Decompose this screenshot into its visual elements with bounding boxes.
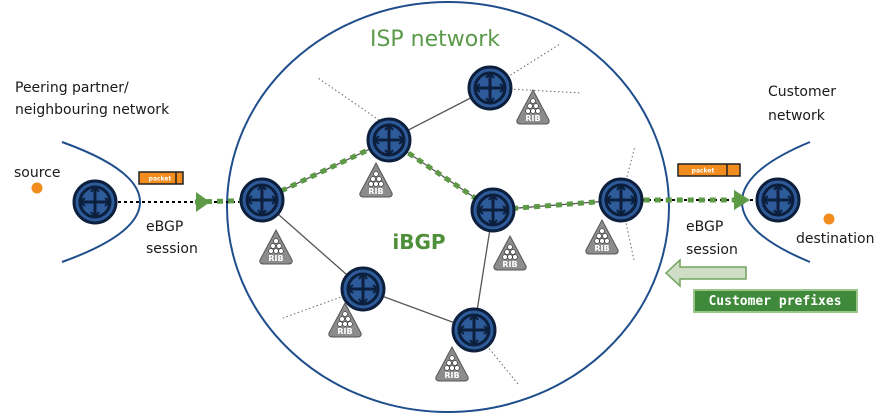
isp-network-title: ISP network [370,27,500,52]
session-right-label: session [686,242,738,258]
svg-text:RIB: RIB [444,371,459,380]
destination-label: destination [796,231,874,247]
customer-prefixes-box [693,289,858,313]
router-icon [340,266,386,312]
packet-left-icon: packet [138,171,184,185]
router-icon [366,117,412,163]
router-icon [239,177,285,223]
source-router-icon [72,179,118,225]
svg-text:RIB: RIB [502,260,517,269]
svg-text:RIB: RIB [368,187,383,196]
ibgp-links [261,87,622,331]
svg-text:RIB: RIB [525,114,540,123]
rib-icon: RIB [493,235,527,271]
rib-icon: RIB [259,229,293,265]
customer-network-label: network [768,108,826,124]
path-arrow-right-icon [734,190,750,210]
router-icon [598,177,644,223]
path-arrow-left-icon [196,192,210,212]
router-icon [470,187,516,233]
isp-network-boundary [226,1,670,413]
rib-icon: RIB [359,162,393,198]
ebgp-left-label: eBGP [146,219,183,235]
customer-prefixes-label: Customer prefixes [708,294,841,309]
rib-icon: RIB [516,89,550,125]
neighbouring-network-label: neighbouring network [15,102,170,118]
peering-network-boundary [61,141,142,263]
rib-icon: RIB [585,219,619,255]
rib-icon: RIB [435,346,469,382]
svg-text:packet: packet [149,176,172,183]
svg-text:RIB: RIB [268,254,283,263]
rib-icon: RIB [328,302,362,338]
ebgp-right-label: eBGP [686,219,723,235]
router-icon [451,307,497,353]
svg-text:packet: packet [692,168,715,175]
session-left-label: session [146,241,198,257]
source-label: source [14,165,61,181]
router-icon [467,65,513,111]
source-dot [31,182,43,194]
destination-dot [823,213,835,225]
customer-prefixes-arrow-left-icon [664,258,747,288]
svg-text:RIB: RIB [337,327,352,336]
ebgp-sessions [118,199,758,203]
packet-right-icon: packet [677,163,741,177]
svg-text:RIB: RIB [594,244,609,253]
ibgp-label: iBGP [392,230,445,254]
destination-router-icon [755,177,801,223]
peering-partner-label: Peering partner/ [15,80,129,96]
customer-label: Customer [768,84,836,100]
